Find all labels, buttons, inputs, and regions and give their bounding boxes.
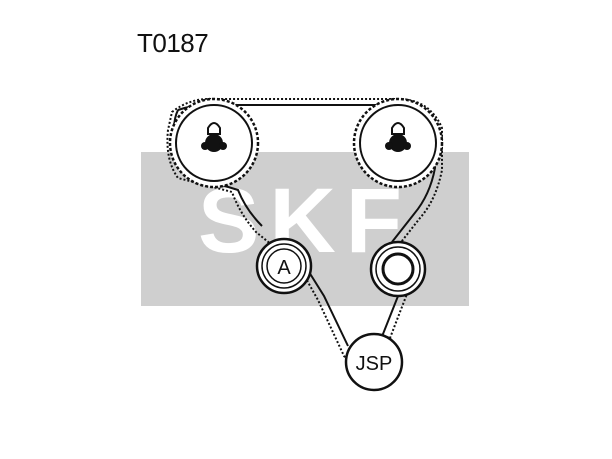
pump-label: JSP [356,353,393,375]
camshaft-pulley-left [168,97,260,189]
belt-teeth [166,97,443,374]
crankshaft-pulley: JSP [344,332,404,392]
idler-pulley [369,240,427,298]
part-number: T0187 [137,28,209,58]
camshaft-pulley-right [352,97,444,189]
tensioner-label: A [277,257,291,279]
tensioner-pulley: A [255,237,313,295]
